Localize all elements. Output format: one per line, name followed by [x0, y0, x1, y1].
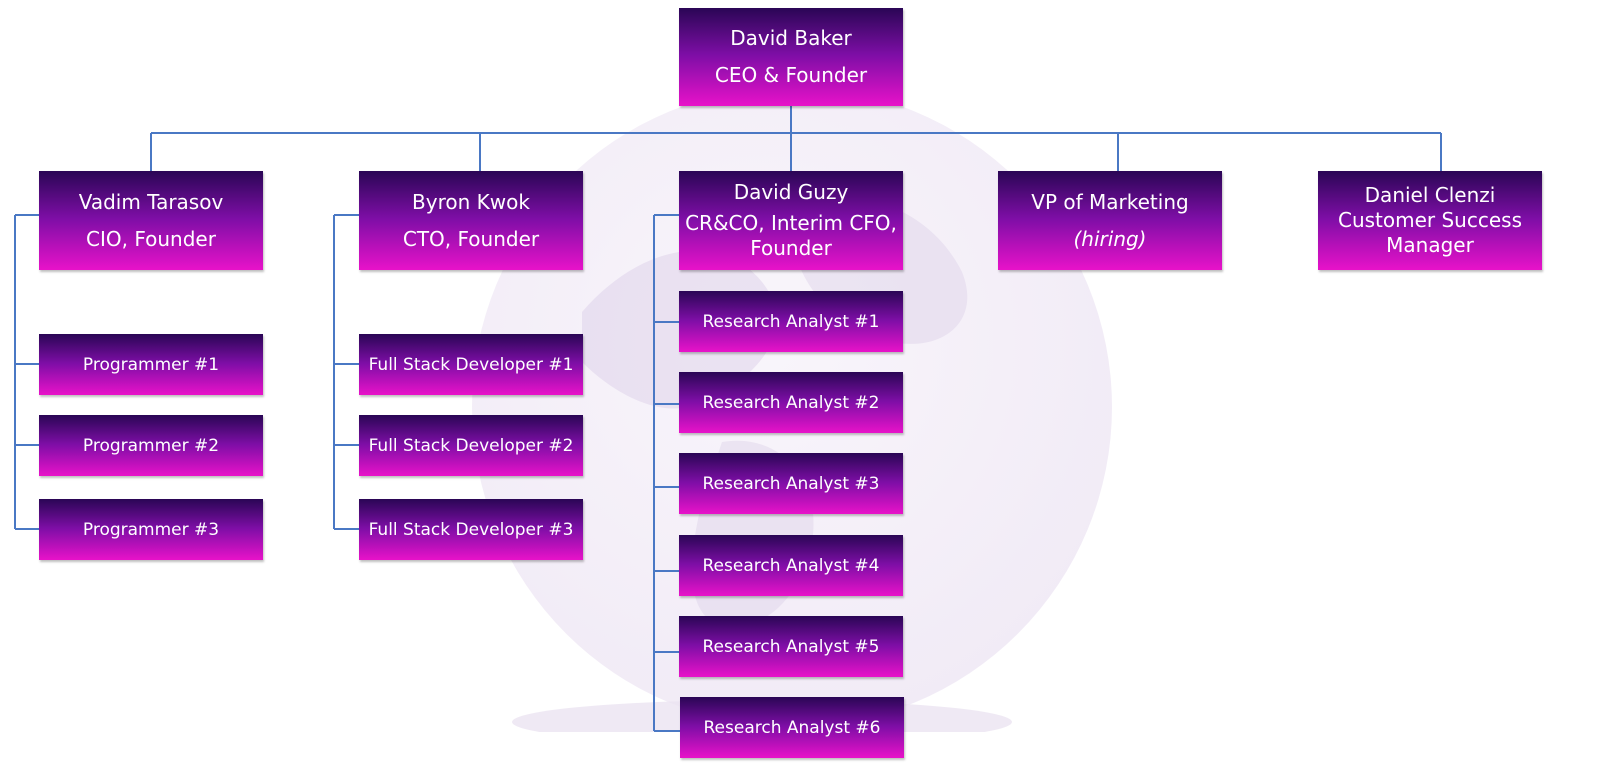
connector-cto-reports — [333, 214, 359, 530]
vp-marketing-node: VP of Marketing (hiring) — [998, 171, 1222, 270]
analyst-label: Research Analyst #1 — [702, 311, 880, 332]
analyst-label: Research Analyst #5 — [702, 636, 880, 657]
cto-node: Byron Kwok CTO, Founder — [359, 171, 583, 270]
ceo-name: David Baker — [730, 26, 852, 50]
developer-node-1: Full Stack Developer #1 — [359, 334, 583, 395]
ceo-node: David Baker CEO & Founder — [679, 8, 903, 106]
csm-node: Daniel Clenzi Customer Success Manager — [1318, 171, 1542, 270]
analyst-label: Research Analyst #2 — [702, 392, 880, 413]
programmer-label: Programmer #1 — [82, 354, 220, 375]
ceo-title: CEO & Founder — [714, 63, 868, 87]
vp-marketing-status: (hiring) — [1073, 226, 1147, 251]
developer-label: Full Stack Developer #1 — [368, 354, 574, 375]
vp-marketing-title: VP of Marketing — [1031, 189, 1189, 214]
cio-node: Vadim Tarasov CIO, Founder — [39, 171, 263, 270]
developer-node-3: Full Stack Developer #3 — [359, 499, 583, 560]
analyst-label: Research Analyst #3 — [702, 473, 880, 494]
programmer-label: Programmer #2 — [82, 435, 220, 456]
crco-title-line1: CR&CO, Interim CFO, — [685, 211, 897, 235]
analyst-node-6: Research Analyst #6 — [680, 697, 904, 758]
programmer-label: Programmer #3 — [82, 519, 220, 540]
crco-node: David Guzy CR&CO, Interim CFO, Founder — [679, 171, 903, 270]
developer-node-2: Full Stack Developer #2 — [359, 415, 583, 476]
csm-title-line1: Customer Success — [1337, 208, 1522, 232]
analyst-node-2: Research Analyst #2 — [679, 372, 903, 433]
analyst-node-5: Research Analyst #5 — [679, 616, 903, 677]
connector-cio-reports — [14, 214, 39, 530]
csm-title-line2: Manager — [1386, 233, 1474, 257]
programmer-node-3: Programmer #3 — [39, 499, 263, 560]
crco-name: David Guzy — [733, 180, 849, 204]
csm-name: Daniel Clenzi — [1364, 183, 1496, 207]
analyst-node-3: Research Analyst #3 — [679, 453, 903, 514]
cio-title: CIO, Founder — [86, 226, 216, 251]
analyst-node-1: Research Analyst #1 — [679, 291, 903, 352]
cto-title: CTO, Founder — [402, 226, 540, 251]
analyst-label: Research Analyst #4 — [702, 555, 880, 576]
cto-name: Byron Kwok — [412, 189, 530, 214]
crco-title-line2: Founder — [750, 236, 832, 260]
developer-label: Full Stack Developer #2 — [368, 435, 574, 456]
cio-name: Vadim Tarasov — [78, 189, 224, 214]
developer-label: Full Stack Developer #3 — [368, 519, 574, 540]
connector-crco-reports — [653, 214, 680, 732]
programmer-node-1: Programmer #1 — [39, 334, 263, 395]
analyst-node-4: Research Analyst #4 — [679, 535, 903, 596]
programmer-node-2: Programmer #2 — [39, 415, 263, 476]
analyst-label: Research Analyst #6 — [703, 717, 881, 738]
